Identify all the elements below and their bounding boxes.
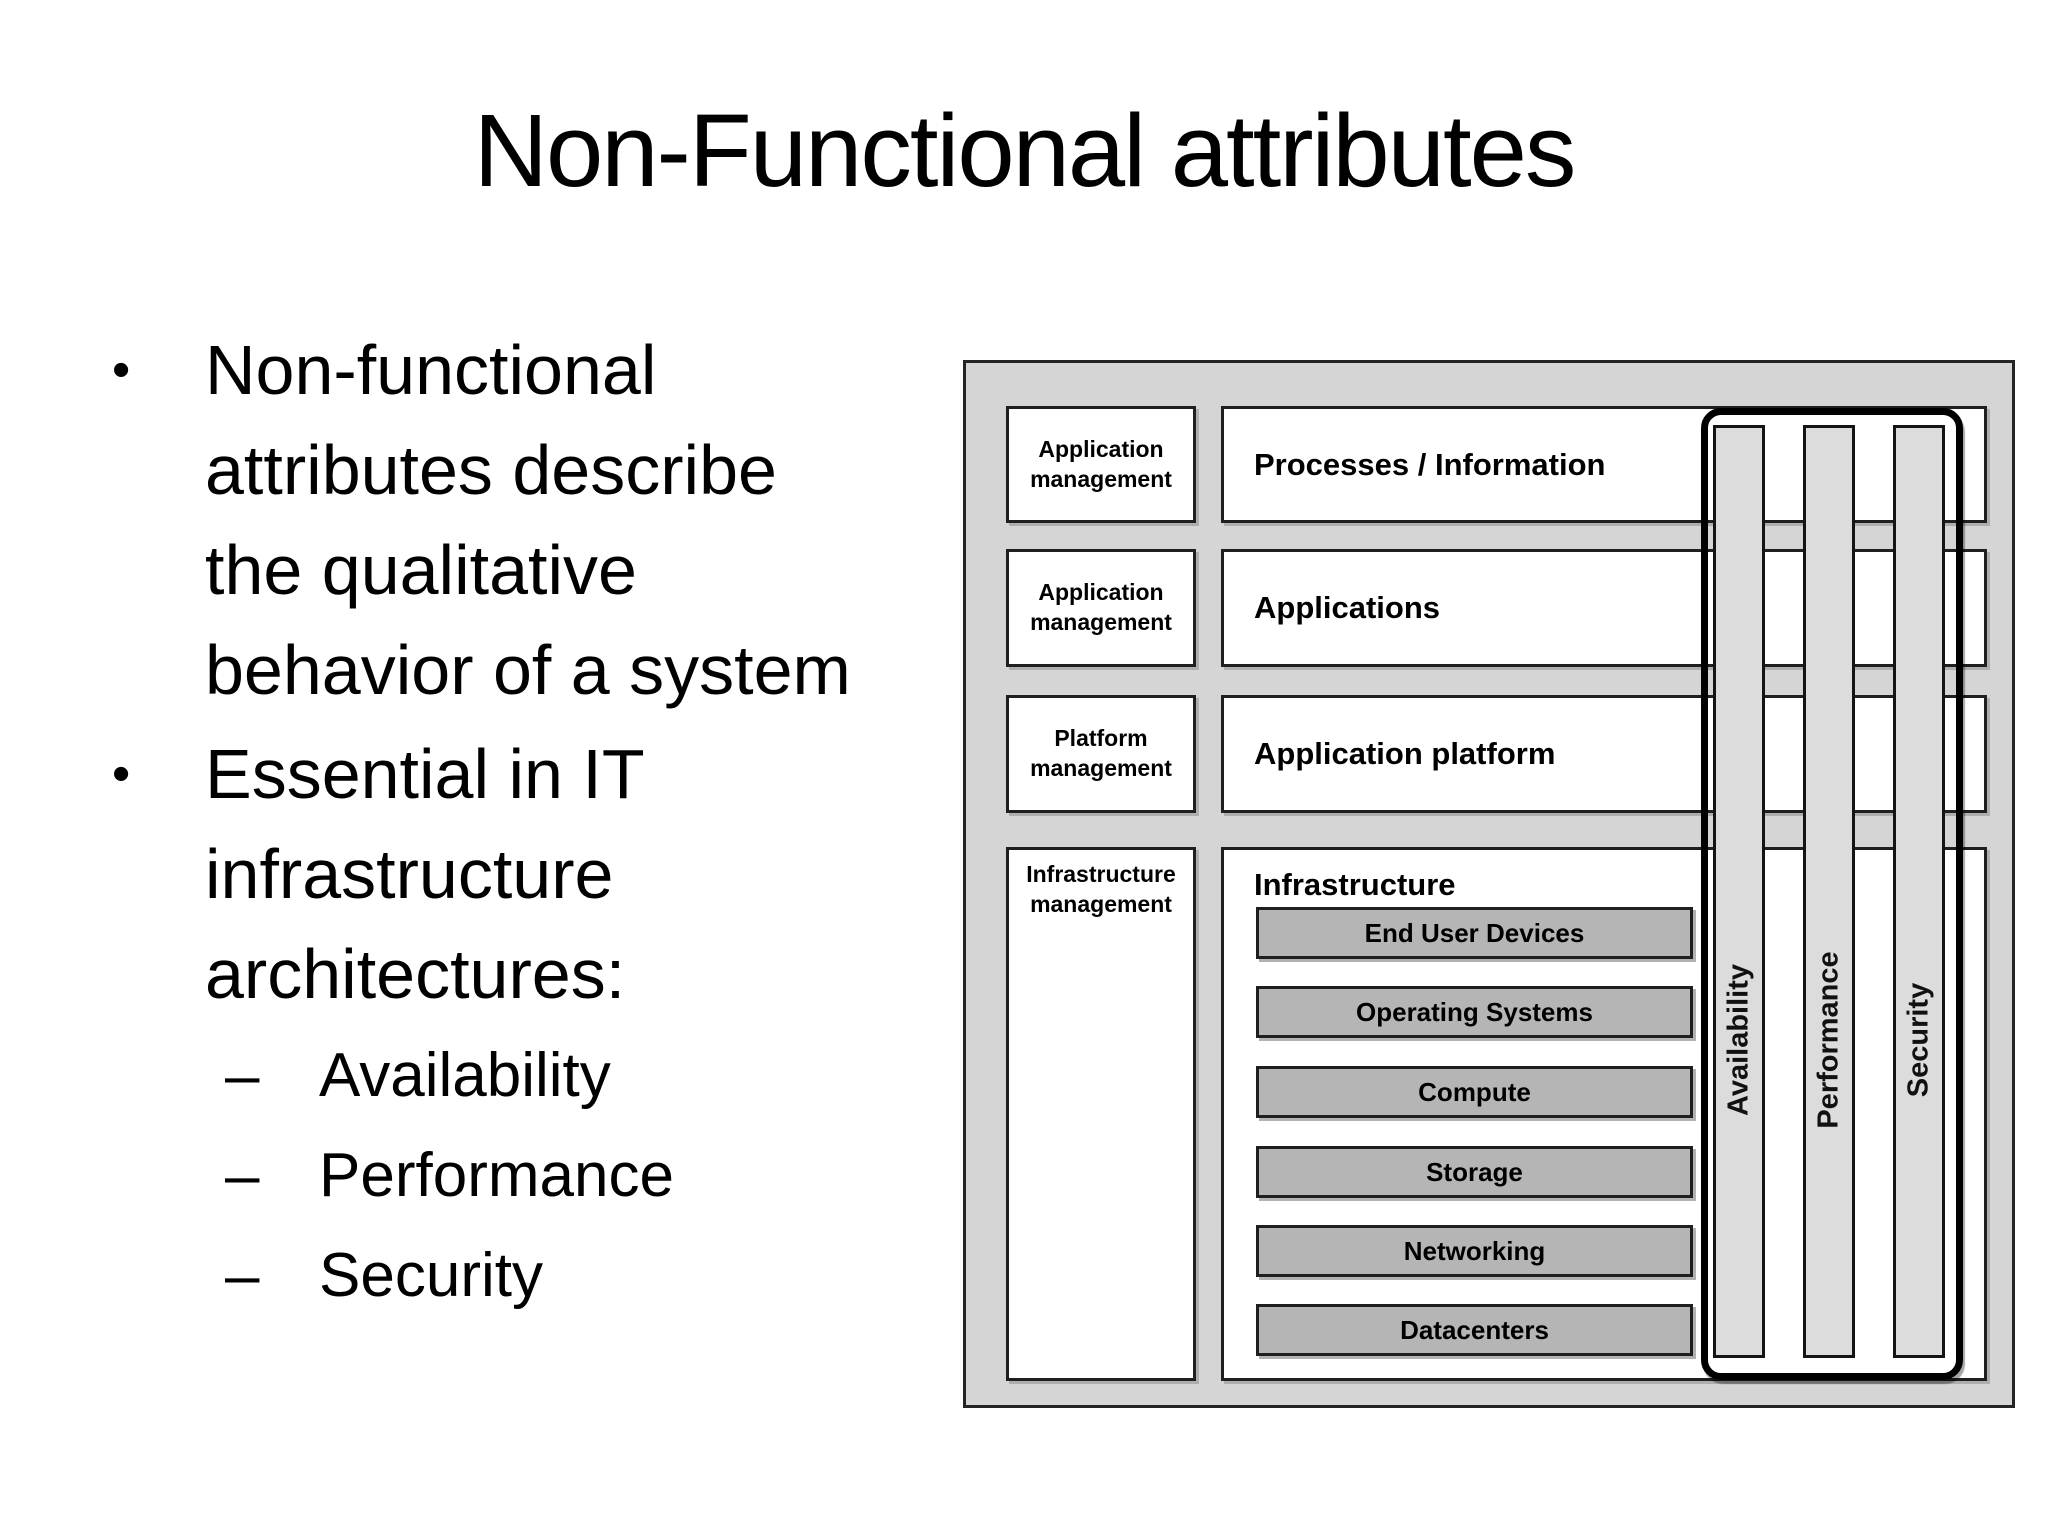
sub-bullet-label: Availability bbox=[319, 1041, 611, 1110]
infrastructure-component: Operating Systems bbox=[1256, 986, 1693, 1038]
attribute-bar-performance: Performance bbox=[1803, 425, 1855, 1358]
layer-label: Application platform bbox=[1254, 736, 1556, 771]
layer-label: Processes / Information bbox=[1254, 446, 1606, 482]
layer-box-application-platform: Application platform bbox=[1221, 695, 1987, 813]
bullet-line: architectures: bbox=[205, 935, 626, 1013]
bullet-item: • Non-functional attributes describe the… bbox=[96, 320, 996, 720]
bullet-line: Essential in IT bbox=[205, 735, 645, 813]
management-box-infrastructure: Infrastructure management bbox=[1006, 847, 1196, 1381]
bullet-line: behavior of a system bbox=[205, 631, 851, 709]
sub-bullet-list: – Availability – Performance – Security bbox=[96, 1026, 996, 1326]
layer-label: Applications bbox=[1254, 590, 1441, 625]
infrastructure-component: Storage bbox=[1256, 1146, 1693, 1198]
layer-box-infrastructure: Infrastructure End User Devices Operatin… bbox=[1221, 847, 1987, 1381]
dash-marker: – bbox=[225, 1241, 260, 1310]
layer-label: Infrastructure bbox=[1254, 867, 1456, 902]
layer-box-applications: Applications bbox=[1221, 549, 1987, 667]
infrastructure-component: End User Devices bbox=[1256, 907, 1693, 959]
bullet-marker: • bbox=[112, 341, 131, 399]
management-box-application-1: Application management bbox=[1006, 406, 1196, 523]
architecture-diagram: Application management Application manag… bbox=[963, 360, 2015, 1408]
sub-bullet-item: – Performance bbox=[225, 1126, 996, 1226]
bullet-item: • Essential in IT infrastructure archite… bbox=[96, 724, 996, 1024]
bullet-line: Non-functional bbox=[205, 331, 657, 409]
attribute-bar-availability: Availability bbox=[1713, 425, 1765, 1358]
dash-marker: – bbox=[225, 1141, 260, 1210]
bullet-line: infrastructure bbox=[205, 835, 614, 913]
bullet-text: Essential in IT infrastructure architect… bbox=[205, 724, 996, 1024]
attribute-bar-label: Availability bbox=[1722, 963, 1755, 1116]
bullet-line: attributes describe bbox=[205, 431, 777, 509]
attribute-overlay-frame bbox=[1701, 408, 1963, 1380]
bullet-line: the qualitative bbox=[205, 531, 637, 609]
infrastructure-component: Compute bbox=[1256, 1066, 1693, 1118]
infrastructure-component: Networking bbox=[1256, 1225, 1693, 1277]
slide-title: Non-Functional attributes bbox=[473, 93, 1577, 208]
management-box-application-2: Application management bbox=[1006, 549, 1196, 667]
sub-bullet-item: – Security bbox=[225, 1226, 996, 1326]
attribute-bar-security: Security bbox=[1893, 425, 1945, 1358]
attribute-bar-label: Security bbox=[1902, 982, 1935, 1098]
bullet-text: Non-functional attributes describe the q… bbox=[205, 320, 996, 720]
management-box-platform: Platform management bbox=[1006, 695, 1196, 813]
bullet-marker: • bbox=[112, 745, 131, 803]
infrastructure-component: Datacenters bbox=[1256, 1304, 1693, 1356]
dash-marker: – bbox=[225, 1041, 260, 1110]
attribute-bar-label: Performance bbox=[1812, 951, 1845, 1129]
sub-bullet-label: Security bbox=[319, 1241, 543, 1310]
sub-bullet-item: – Availability bbox=[225, 1026, 996, 1126]
bullet-list: • Non-functional attributes describe the… bbox=[96, 320, 996, 1326]
layer-box-processes: Processes / Information bbox=[1221, 406, 1987, 523]
sub-bullet-label: Performance bbox=[319, 1141, 674, 1210]
